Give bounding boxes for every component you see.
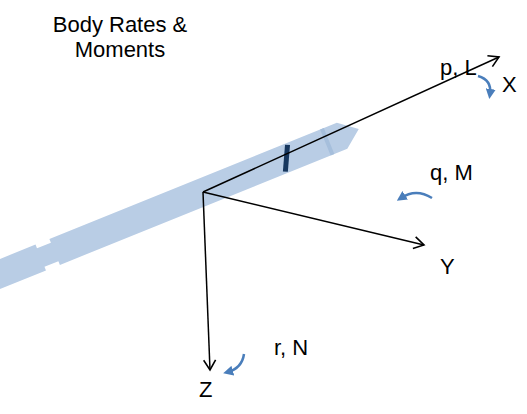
axis-label: Z [199,377,212,402]
yaw-rate-arrow [228,354,244,372]
axis-label: X [502,72,517,97]
y-axis [203,192,424,245]
rate-moment-label: r, N [274,335,308,360]
roll-rate-arrow [478,76,490,94]
axis-label: Y [440,254,455,279]
diagram-title: Body Rates & Moments [40,12,200,63]
z-axis [203,192,210,370]
rate-moment-label: q, M [430,160,473,185]
rate-moment-label: p, L [440,55,477,80]
pitch-rate-arrow [401,193,432,198]
rocket-silhouette [0,116,364,289]
